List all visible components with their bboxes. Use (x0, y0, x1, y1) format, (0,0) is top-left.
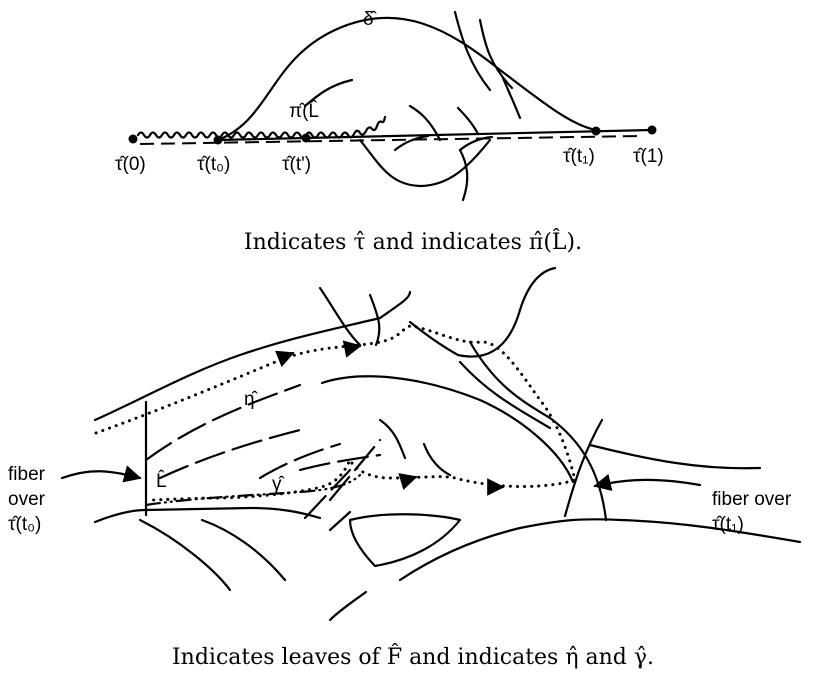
label-gamma: γ̂ (272, 474, 286, 495)
leaf-2 (478, 18, 514, 90)
eta-arrow-3 (398, 473, 418, 490)
label-eta: η̂ (244, 389, 259, 410)
leaf-5 (422, 442, 452, 477)
leaf-8 (458, 148, 469, 202)
label-fiber-left-1: fiber (8, 464, 46, 485)
leaf-long-2 (158, 428, 302, 480)
lower-right-sweep (398, 518, 802, 582)
left-fiber-arrow (60, 465, 142, 483)
point-tau-t0 (213, 135, 223, 145)
leaf-diag-3 (328, 510, 352, 532)
lower-right-top (588, 443, 762, 470)
leaf-diag-2 (303, 468, 352, 520)
lower-blob (348, 513, 462, 568)
leaf-1 (453, 10, 492, 92)
right-sweep-inner (458, 360, 552, 430)
upper-sheet (93, 316, 382, 422)
lower-sheet-a (200, 518, 287, 582)
label-tau1: τ̂(1) (633, 146, 664, 167)
label-tau0: τ̂(0) (115, 154, 146, 175)
caption-top: Indicates τ̂ and indicates π̂(L̂). (244, 229, 582, 255)
label-tau-t1: τ̂(t₁) (563, 146, 595, 167)
label-fiber-left-3: τ̂(t₀) (8, 514, 41, 535)
bottom-figure: η̂ L̂ γ̂ fiber over τ̂(t₀) fiber over τ̂… (8, 266, 802, 670)
fiber-t1 (563, 418, 604, 518)
leaf-5 (456, 106, 480, 136)
point-tau1 (647, 125, 657, 135)
point-tau0 (128, 134, 138, 144)
leaf-long-1 (144, 383, 302, 462)
eta-arrow-1 (275, 350, 295, 368)
leaf-dash-mid (298, 453, 382, 472)
lower-bulge (358, 138, 492, 188)
top-figure: δ̂ π̂(L̂ τ̂(0) τ̂(t₀) τ̂(t') τ̂(t₁) τ̂(1… (115, 9, 664, 255)
bottom-leaf (328, 590, 368, 622)
gamma-path (144, 473, 362, 507)
caption-bottom: Indicates leaves of F̂ and indicates η̂ … (172, 644, 654, 670)
right-fiber-arrow (593, 473, 702, 492)
eta-arrow-2 (342, 340, 362, 358)
leaf-4 (408, 104, 442, 142)
leaf-4 (378, 418, 407, 460)
delta-curve (216, 16, 598, 142)
pi-L-wavy-path (136, 115, 387, 139)
label-tau-tprime: τ̂(t') (282, 154, 311, 175)
inner-leaf (320, 375, 575, 484)
eta-path (94, 324, 577, 502)
leaf-diag-1 (328, 438, 382, 502)
label-L: L̂ (156, 470, 167, 492)
leaf-3 (303, 78, 354, 108)
label-pi-L: π̂(L̂ (289, 100, 319, 122)
label-tau-t0: τ̂(t₀) (197, 154, 230, 175)
point-tau-tprime (301, 133, 311, 143)
leaf-9 (501, 76, 522, 120)
label-fiber-right-2: τ̂(t₁) (712, 514, 744, 535)
label-fiber-right-1: fiber over (712, 489, 792, 510)
right-sweep (468, 340, 608, 522)
leaf-6 (393, 134, 430, 152)
top-leaf-a (318, 286, 362, 347)
leaf-long-3 (258, 442, 342, 480)
top-leaf-c (408, 266, 557, 358)
lower-sheet-b (138, 518, 232, 592)
point-tau-t1 (591, 126, 601, 136)
upper-sheet-right (378, 290, 412, 320)
leaf-7 (458, 135, 494, 152)
lower-sheet-left (93, 506, 322, 524)
label-fiber-left-2: over (8, 489, 46, 510)
